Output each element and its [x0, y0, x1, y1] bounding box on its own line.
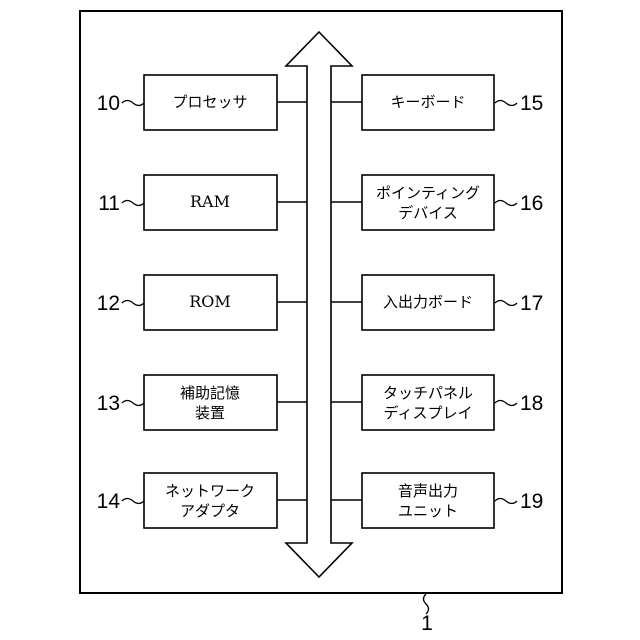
audio-output-block: 音声出力 ユニット 19: [331, 473, 543, 528]
audio-output-label-line1: 音声出力: [398, 482, 458, 500]
audio-output-ref-leader: [495, 499, 517, 504]
processor-block: プロセッサ 10: [97, 75, 307, 130]
io-board-block: 入出力ボード 17: [331, 275, 543, 330]
audio-output-label-line2: ユニット: [398, 502, 458, 520]
touch-panel-display-block: タッチパネル ディスプレイ 18: [331, 375, 543, 430]
keyboard-ref: 15: [520, 92, 543, 115]
keyboard-ref-leader: [495, 101, 517, 106]
pointing-device-label-line1: ポインティング: [376, 184, 480, 202]
auxiliary-storage-label-line2: 装置: [195, 404, 225, 422]
ram-block: RAM 11: [98, 175, 307, 230]
pointing-device-label-line2: デバイス: [398, 204, 458, 222]
io-board-ref-leader: [495, 301, 517, 306]
rom-label: ROM: [189, 292, 231, 311]
figure-ref: 1: [421, 612, 433, 635]
ram-label: RAM: [190, 192, 230, 211]
auxiliary-storage-ref: 13: [97, 392, 120, 415]
processor-ref-leader: [122, 101, 144, 106]
network-adapter-label-line1: ネットワーク: [165, 482, 255, 500]
rom-ref-leader: [122, 301, 144, 306]
pointing-device-ref: 16: [520, 192, 543, 215]
network-adapter-ref: 14: [97, 490, 121, 513]
ram-ref-leader: [122, 201, 144, 206]
keyboard-label: キーボード: [390, 93, 465, 111]
auxiliary-storage-block: 補助記憶 装置 13: [97, 375, 307, 430]
touch-panel-display-ref: 18: [520, 392, 543, 415]
pointing-device-ref-leader: [495, 201, 517, 206]
touch-panel-display-label-line1: タッチパネル: [383, 384, 473, 402]
processor-ref: 10: [97, 92, 120, 115]
auxiliary-storage-ref-leader: [122, 401, 144, 406]
pointing-device-block: ポインティング デバイス 16: [331, 175, 543, 230]
rom-ref: 12: [97, 292, 120, 315]
io-board-ref: 17: [520, 292, 543, 315]
processor-label: プロセッサ: [172, 93, 247, 111]
io-board-label: 入出力ボード: [383, 293, 473, 311]
rom-block: ROM 12: [97, 275, 307, 330]
auxiliary-storage-label-line1: 補助記憶: [180, 384, 240, 402]
keyboard-block: キーボード 15: [331, 75, 543, 130]
network-adapter-label-line2: アダプタ: [180, 502, 240, 520]
network-adapter-block: ネットワーク アダプタ 14: [97, 473, 307, 528]
ram-ref: 11: [98, 192, 120, 215]
network-adapter-ref-leader: [122, 499, 144, 504]
touch-panel-display-label-line2: ディスプレイ: [384, 404, 473, 422]
figure-ref-leader: [424, 594, 429, 614]
bus-arrow: [286, 32, 352, 577]
audio-output-ref: 19: [520, 490, 543, 513]
touch-panel-display-ref-leader: [495, 401, 517, 406]
